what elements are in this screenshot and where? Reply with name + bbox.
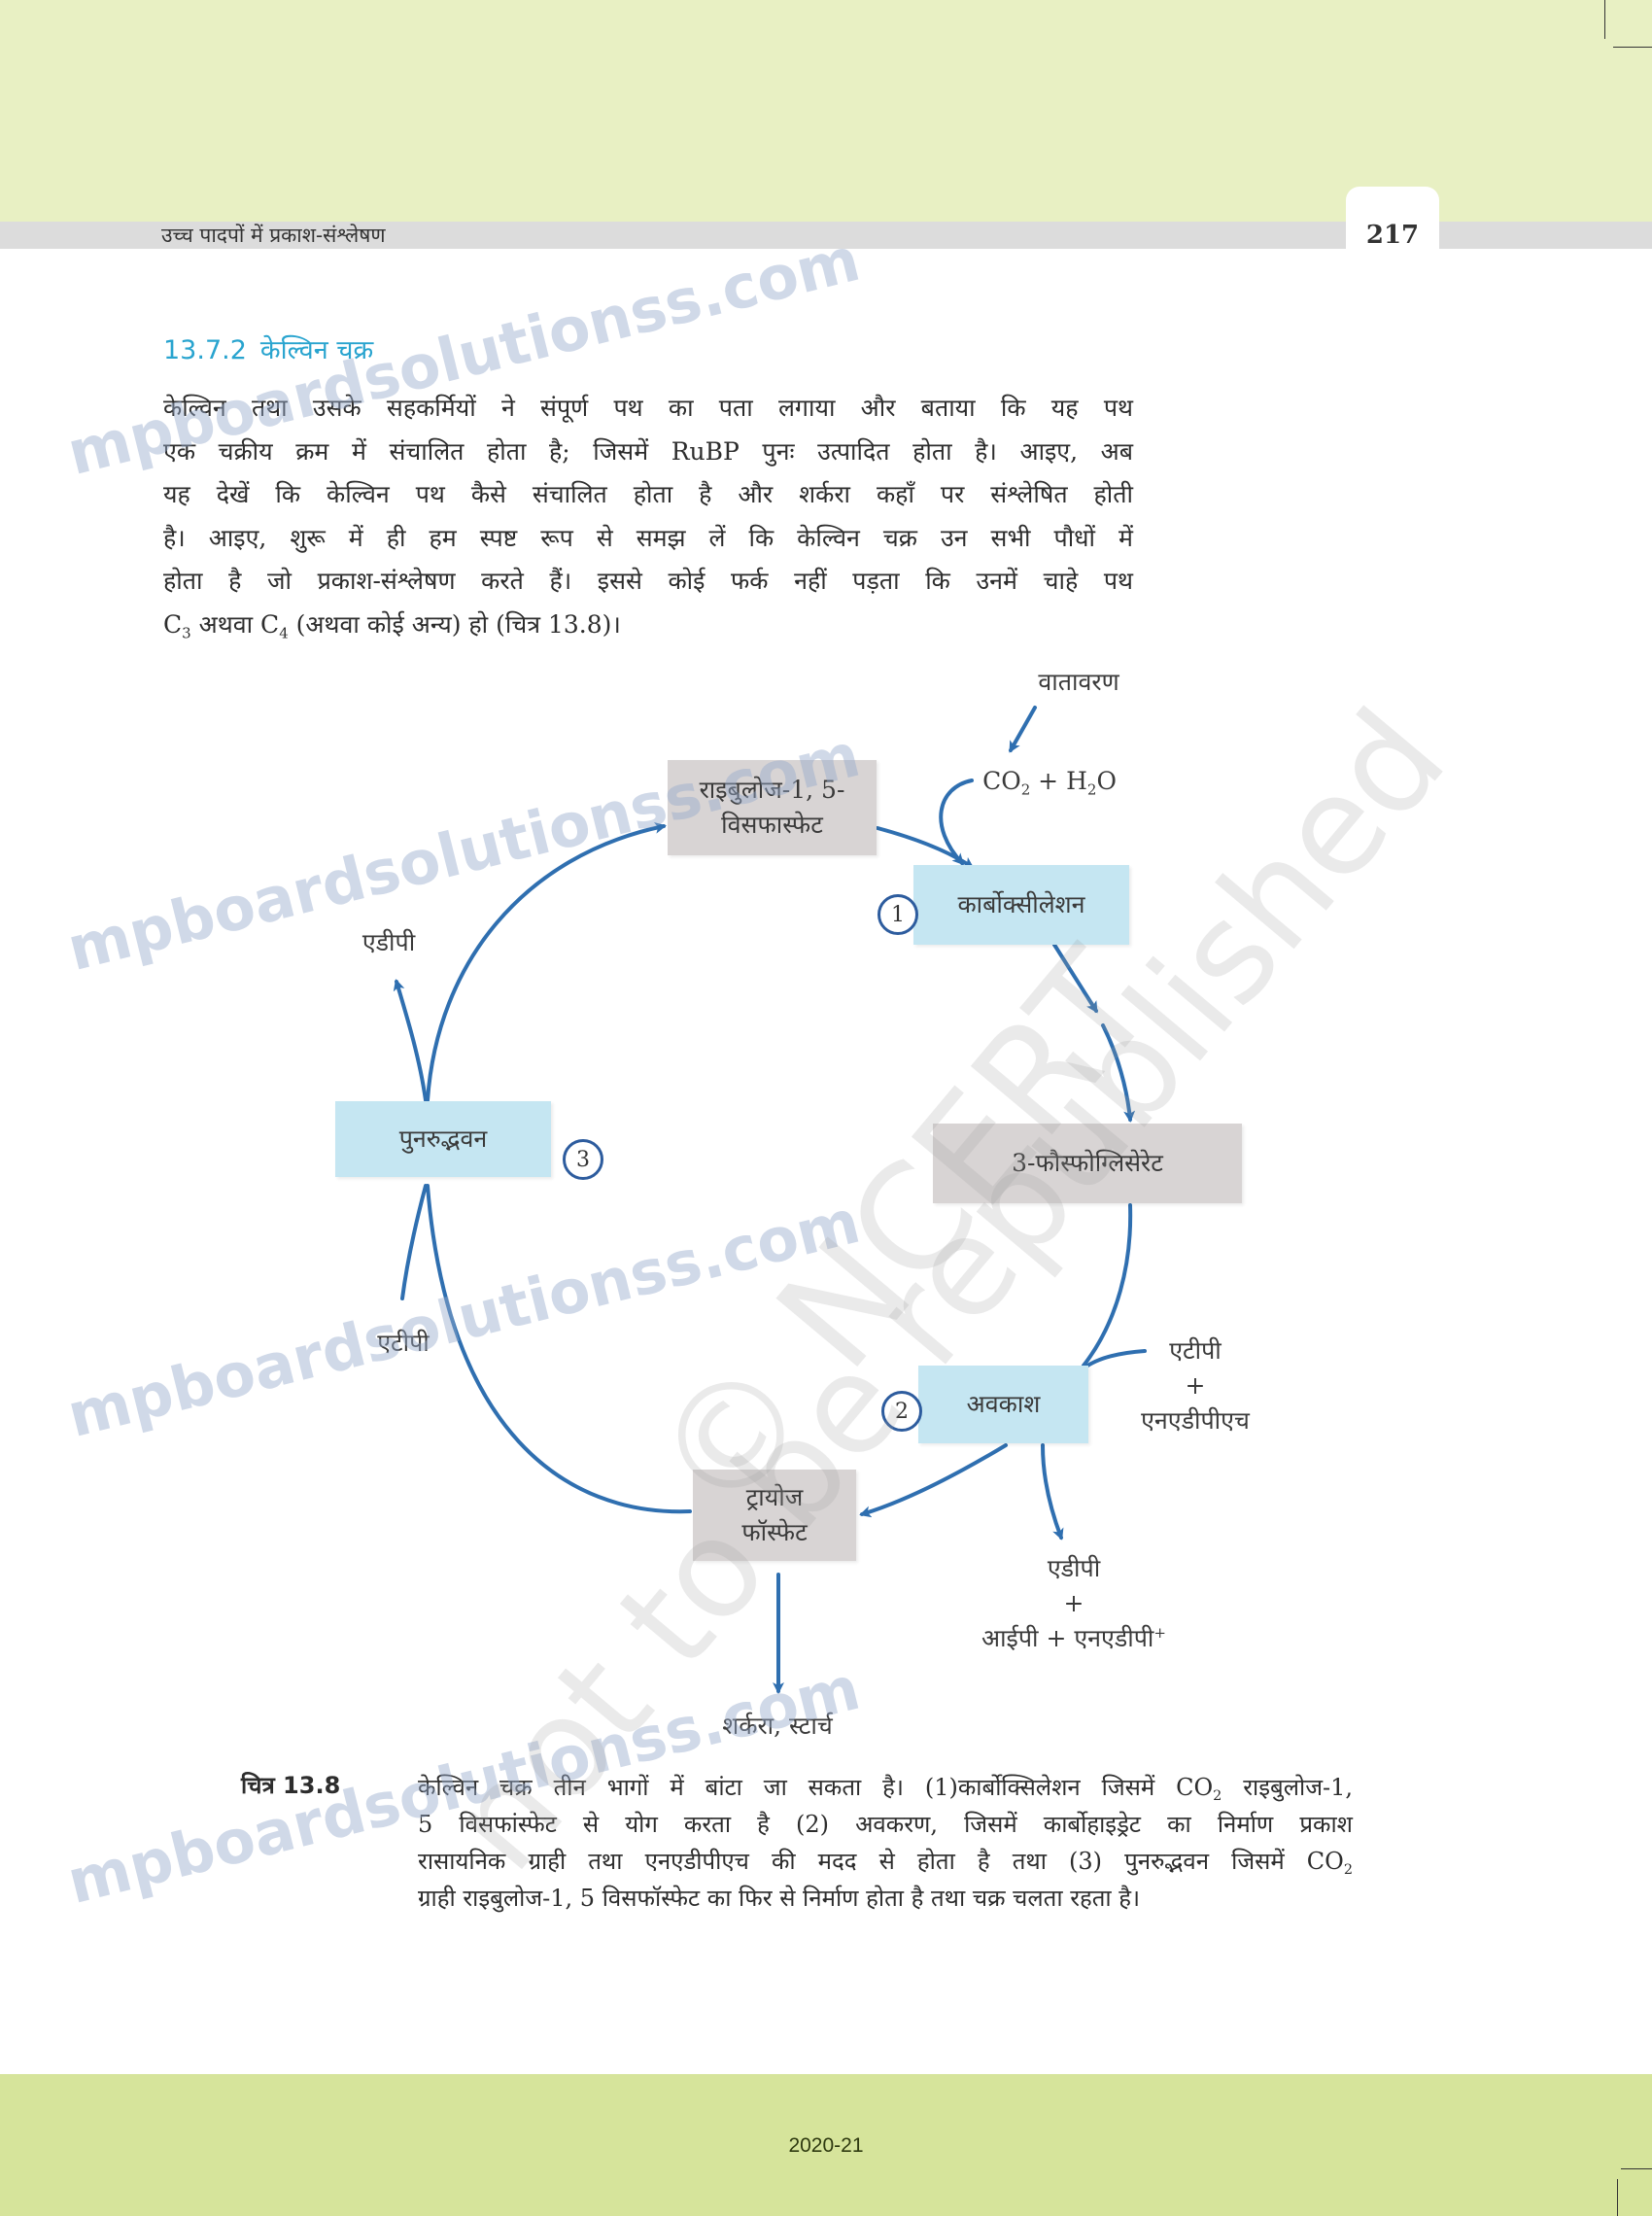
rubp-line2: विसफास्फेट	[721, 811, 823, 839]
crop-mark	[1621, 2168, 1652, 2169]
sugar-starch-label: शर्करा, स्टार्च	[722, 1712, 833, 1740]
triose-line1: ट्रायोज	[745, 1483, 804, 1511]
co2-h2o-label: CO2 + H2O	[972, 764, 1127, 799]
crop-mark	[1613, 47, 1652, 48]
rubp-box: राइबुलोज-1, 5- विसफास्फेट	[668, 760, 877, 855]
body-line: एक चक्रीय क्रम में संचालित होता है; जिसम…	[163, 436, 1133, 466]
atp-input-arrow	[400, 1184, 428, 1300]
top-margin-band	[0, 0, 1652, 222]
caption-line1b: राइबुलोज-1,	[1222, 1774, 1354, 1801]
c3-subscript: 3	[182, 623, 191, 641]
regeneration-label: पुनरुद्भवन	[398, 1125, 488, 1153]
body-line: यह देखें कि केल्विन पथ कैसे संचालित होता…	[163, 480, 1133, 508]
footer-band	[0, 2074, 1652, 2216]
caption-line: 5 विसफांस्फेट से योग करता है (2) अवकरण, …	[418, 1811, 1353, 1838]
body-paragraph: केल्विन तथा उसके सहकर्मियों ने संपूर्ण प…	[163, 387, 1133, 646]
carboxylation-to-pga-arrow-2	[1101, 1023, 1136, 1123]
crop-mark	[1617, 2179, 1618, 2216]
carboxylation-label: कार्बोक्सीलेशन	[957, 890, 1085, 918]
body-line-rest: (अथवा कोई अन्य) हो (चित्र 13.8)।	[288, 609, 621, 639]
h2o-subscript: 2	[1086, 780, 1097, 799]
pga-label: 3-फौस्फोग्लिसेरेट	[1012, 1149, 1163, 1177]
pi-nadp-label: आईपी + एनएडीपी+	[952, 1621, 1195, 1656]
triose-line2: फॉस्फेट	[741, 1518, 808, 1546]
body-line: C3 अथवा C4 (अथवा कोई अन्य) हो (चित्र 13.…	[163, 604, 1133, 647]
co2-subscript: 2	[1020, 780, 1031, 799]
crop-mark	[1604, 0, 1605, 39]
carboxylation-to-pga-arrow	[1052, 943, 1098, 1014]
caption-line3a: रासायनिक ग्राही तथा एनएडीपीएच की मदद से …	[418, 1848, 1344, 1875]
figure-caption: केल्विन चक्र तीन भागों में बांटा जा सकता…	[418, 1769, 1353, 1917]
body-line: होता है जो प्रकाश-संश्लेषण करते हैं। इसस…	[163, 567, 1133, 595]
co2-subscript: 2	[1343, 1862, 1353, 1879]
pga-box: 3-फौस्फोग्लिसेरेट	[933, 1124, 1242, 1203]
plus-sign: +	[1185, 1371, 1206, 1400]
section-heading: 13.7.2 केल्विन चक्र	[163, 330, 373, 366]
pi-nadp-text: आईपी + एनएडीपी	[981, 1624, 1154, 1652]
nadph-label: एनएडीपीएच	[1141, 1406, 1250, 1435]
page-number: 217	[1365, 221, 1420, 250]
regeneration-box: पुनरुद्भवन	[335, 1101, 551, 1177]
c4-text: C	[260, 609, 280, 639]
reduction-to-triose-arrow	[859, 1443, 1008, 1518]
rubp-to-carboxylation-arrow	[876, 826, 975, 869]
atp-left-label: एटीपी	[377, 1329, 430, 1357]
reduction-box: अवकाश	[918, 1366, 1088, 1443]
carboxylation-box: कार्बोक्सीलेशन	[913, 865, 1129, 945]
body-line: है। आइए, शुरू में ही हम स्पष्ट रूप से सम…	[163, 523, 1133, 552]
section-title: केल्विन चक्र	[259, 335, 374, 365]
pga-to-reduction-arrow	[1082, 1203, 1133, 1368]
c4-subscript: 4	[279, 623, 289, 641]
triose-to-regeneration-arc	[426, 1184, 692, 1514]
or-text: अथवा	[190, 609, 261, 639]
running-header-title: उच्च पादपों में प्रकाश-संश्लेषण	[161, 224, 386, 247]
body-line: केल्विन तथा उसके सहकर्मियों ने संपूर्ण प…	[163, 394, 1133, 422]
rubp-line1: राइबुलोज-1, 5-	[699, 776, 845, 804]
c3-text: C	[163, 609, 183, 639]
step-1-badge: 1	[878, 894, 918, 935]
adp-label: एडीपी	[1047, 1554, 1101, 1582]
step-2-badge: 2	[881, 1391, 922, 1432]
co2-text: CO	[982, 767, 1021, 795]
reduction-outputs-label: एडीपी + आईपी + एनएडीपी+	[952, 1551, 1195, 1656]
reduction-output-arrow	[1041, 1443, 1064, 1541]
regeneration-to-rubp-arc	[426, 821, 667, 1102]
atmosphere-label: वातावरण	[1038, 668, 1119, 696]
atp-label: एटीपी	[1169, 1336, 1222, 1365]
adp-output-arrow	[393, 979, 428, 1102]
caption-line: केल्विन चक्र तीन भागों में बांटा जा सकता…	[418, 1769, 1353, 1806]
h2o-text: + H	[1030, 767, 1087, 795]
caption-line: रासायनिक ग्राही तथा एनएडीपीएच की मदद से …	[418, 1843, 1353, 1880]
footer-year: 2020-21	[788, 2134, 864, 2157]
co2-subscript: 2	[1213, 1788, 1222, 1805]
atmosphere-arrow	[1009, 706, 1037, 753]
caption-line1a: केल्विन चक्र तीन भागों में बांटा जा सकता…	[418, 1774, 1214, 1801]
oxygen-text: O	[1096, 767, 1117, 795]
figure-label: चित्र 13.8	[241, 1772, 341, 1799]
reduction-inputs-label: एटीपी + एनएडीपीएच	[1127, 1333, 1263, 1438]
triose-phosphate-box: ट्रायोज फॉस्फेट	[693, 1470, 856, 1561]
plus-sign: +	[1063, 1589, 1084, 1617]
co2-input-arrow	[939, 779, 974, 866]
step-3-badge: 3	[563, 1139, 603, 1180]
caption-line: ग्राही राइबुलोज-1, 5 विसफॉस्फेट का फिर स…	[418, 1885, 1141, 1912]
section-number: 13.7.2	[163, 335, 247, 365]
reduction-label: अवकाश	[966, 1390, 1041, 1418]
nadp-superscript: +	[1153, 1624, 1166, 1642]
adp-top-label: एडीपी	[361, 928, 416, 956]
page-number-tab	[1346, 187, 1439, 257]
